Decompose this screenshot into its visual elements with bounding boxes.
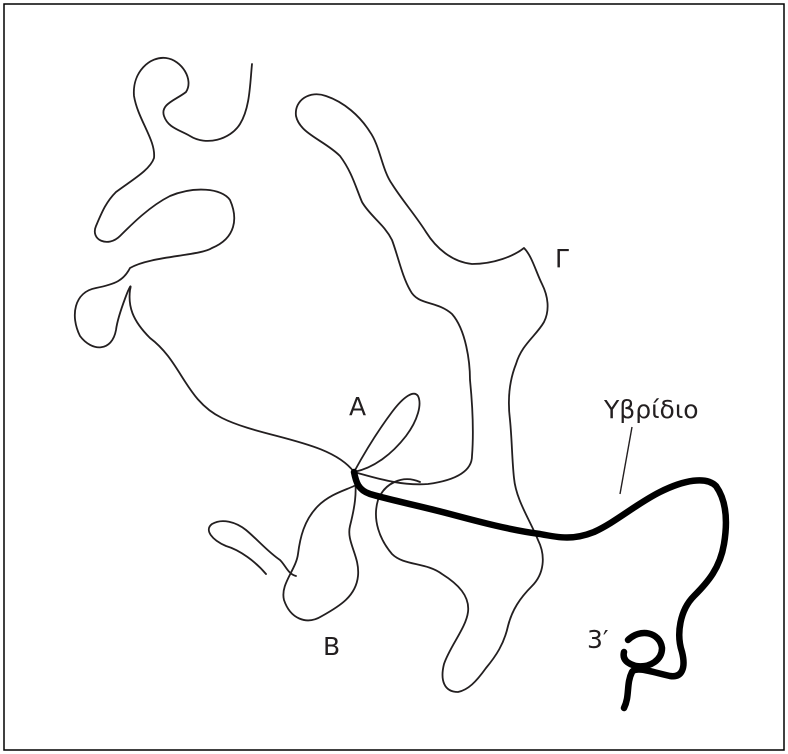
label-gamma: Γ <box>555 244 569 273</box>
label-hybrid: Υβρίδιο <box>603 395 699 424</box>
label-three-prime: 3′ <box>587 625 609 654</box>
hybrid-leader-line <box>620 427 632 494</box>
figure-frame <box>4 4 784 750</box>
beta-tail-strand <box>209 521 296 576</box>
three-prime-hook <box>624 633 662 666</box>
hybrid-strand <box>354 472 726 708</box>
gamma-loop-strand <box>296 94 548 692</box>
label-alpha: Α <box>349 392 366 421</box>
label-beta: Β <box>323 632 340 661</box>
upper-left-loop-strand <box>75 58 354 472</box>
beta-loop-strand <box>283 472 358 620</box>
